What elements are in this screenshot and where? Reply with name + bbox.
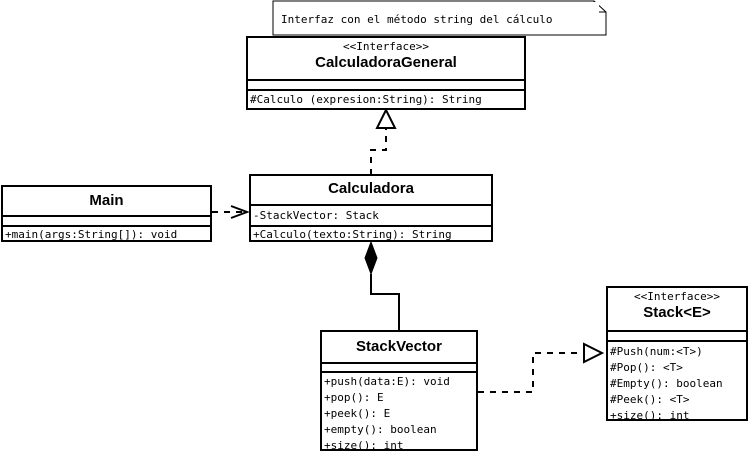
class-name: Main	[89, 192, 124, 209]
attributes-section	[3, 217, 210, 227]
class-name: Stack<E>	[643, 304, 711, 321]
realization-line-calculadora	[370, 128, 387, 175]
method: +size(): int	[610, 409, 690, 421]
class-header: <<Interface>> Stack<E>	[608, 288, 746, 332]
method: +size(): int	[324, 439, 404, 451]
realization-line-stackvector	[478, 352, 582, 393]
attribute: -StackVector: Stack	[253, 209, 379, 222]
methods-section: +push(data:E): void +pop(): E +peek(): E…	[322, 373, 476, 451]
attributes-section: -StackVector: Stack	[251, 206, 491, 227]
attributes-section	[608, 332, 746, 342]
class-name: CalculadoraGeneral	[315, 54, 457, 71]
method: #Peek(): <T>	[610, 393, 690, 406]
methods-section: #Push(num:<T>) #Pop(): <T> #Empty(): boo…	[608, 342, 746, 421]
class-stack-vector[interactable]: StackVector +push(data:E): void +pop(): …	[320, 330, 478, 451]
method: #Empty(): boolean	[610, 377, 723, 390]
class-calculadora-general[interactable]: <<Interface>> CalculadoraGeneral #Calcul…	[246, 36, 526, 110]
class-main[interactable]: Main +main(args:String[]): void	[1, 185, 212, 242]
class-header: Calculadora	[251, 176, 491, 206]
method: #Pop(): <T>	[610, 361, 683, 374]
attributes-section	[248, 81, 524, 91]
method: #Calculo (expresion:String): String	[250, 93, 482, 106]
note-comment: Interfaz con el método string del cálcul…	[274, 2, 599, 34]
stereotype-label: <<Interface>>	[633, 290, 721, 303]
method: +push(data:E): void	[324, 375, 450, 388]
method: +empty(): boolean	[324, 423, 437, 436]
attributes-section	[322, 364, 476, 373]
method: +main(args:String[]): void	[5, 228, 178, 241]
methods-section: +Calculo(texto:String): String	[251, 227, 491, 241]
class-name: Calculadora	[328, 180, 414, 197]
class-header: Main	[3, 187, 210, 217]
method: +Calculo(texto:String): String	[253, 228, 452, 241]
stereotype-label: <<Interface>>	[342, 40, 430, 53]
method: +peek(): E	[324, 407, 391, 420]
method: +pop(): E	[324, 391, 384, 404]
class-header: <<Interface>> CalculadoraGeneral	[248, 38, 524, 81]
realization-arrowhead-stack	[583, 342, 605, 364]
composition-line	[370, 274, 400, 330]
methods-section: #Calculo (expresion:String): String	[248, 91, 524, 107]
class-header: StackVector	[322, 332, 476, 364]
class-stack-interface[interactable]: <<Interface>> Stack<E> #Push(num:<T>) #P…	[606, 286, 748, 421]
realization-arrowhead-calculadora-general	[375, 107, 397, 129]
dependency-arrowhead-main	[230, 205, 250, 219]
class-calculadora[interactable]: Calculadora -StackVector: Stack +Calculo…	[249, 174, 493, 242]
class-name: StackVector	[356, 338, 442, 355]
methods-section: +main(args:String[]): void	[3, 227, 210, 241]
note-text: Interfaz con el método string del cálcul…	[281, 13, 553, 26]
composition-diamond	[364, 240, 378, 276]
method: #Push(num:<T>)	[610, 345, 703, 358]
